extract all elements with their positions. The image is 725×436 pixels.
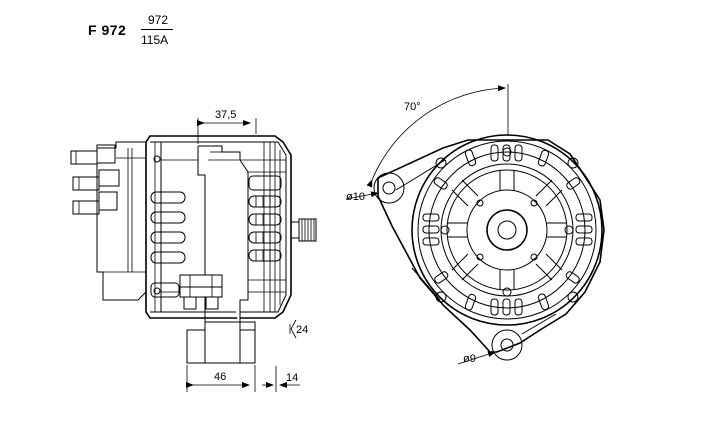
side-view (70, 135, 317, 364)
dimension-top-hole: ø10 (345, 191, 379, 203)
bolts (435, 147, 579, 303)
top-mount-hole (382, 181, 396, 195)
front-housing-outline (377, 139, 605, 353)
ampere-rating: 115A (141, 33, 169, 47)
cooling-slots-right (248, 175, 282, 262)
dimension-46: 46 (186, 365, 256, 392)
dim-angle: 70° (404, 101, 421, 113)
dimension-24: 24 (289, 319, 308, 339)
cooling-slots-left (150, 155, 186, 298)
front-hub (486, 209, 528, 251)
dimension-14: 14 (262, 366, 300, 392)
fraction-bar (141, 29, 173, 30)
terminal-block (179, 274, 223, 310)
dimension-bottom-hole: ø9 (457, 351, 496, 365)
dim-bracket-width: 46 (214, 371, 226, 383)
upper-mounting-lug (197, 145, 256, 331)
main-housing (145, 135, 292, 319)
drive-shaft (290, 218, 317, 242)
rear-connectors (70, 144, 120, 215)
dim-offset: 14 (286, 372, 298, 384)
dim-top-hole: ø10 (346, 191, 365, 203)
bottom-mount-ear (491, 329, 523, 361)
dim-slot: 24 (296, 324, 308, 336)
dimension-angle: 70° (366, 84, 509, 188)
model-code: F 972 (88, 22, 127, 38)
dimension-37-5: 37,5 (197, 109, 257, 144)
dim-top-width: 37,5 (215, 109, 236, 121)
front-view (373, 134, 605, 361)
lower-mounting-bracket (186, 321, 256, 364)
ref-number: 972 (147, 13, 169, 27)
spokes (447, 170, 567, 290)
dim-bottom-hole: ø9 (463, 353, 476, 365)
bottom-mount-hole (500, 338, 514, 352)
rear-cover (96, 141, 147, 301)
